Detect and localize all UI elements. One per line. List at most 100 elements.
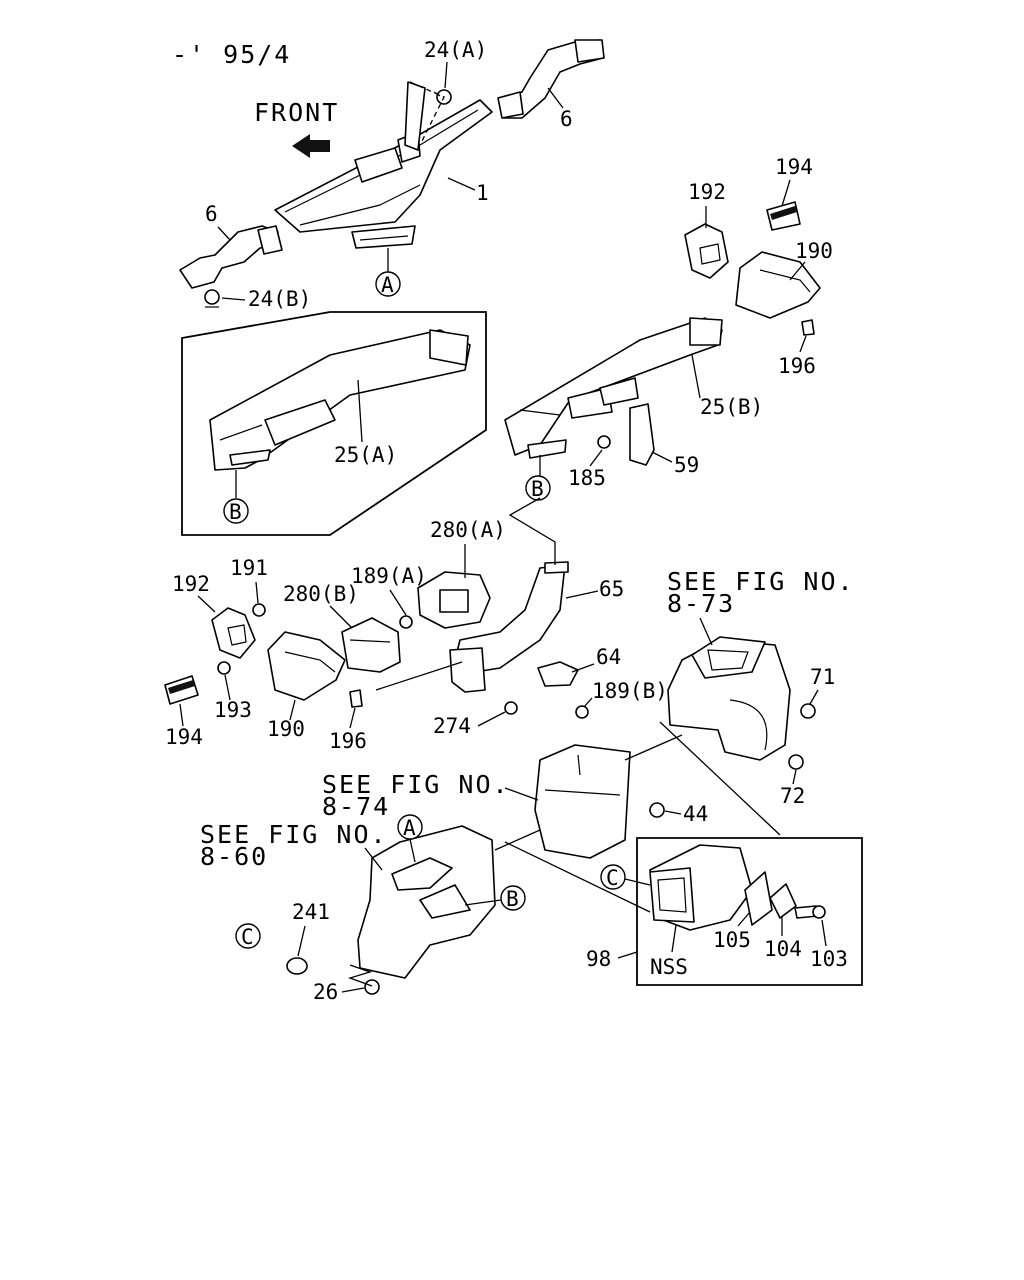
part-label-274: 274 — [433, 714, 471, 738]
evaporator-unit-8-60 — [357, 825, 496, 979]
leader-26 — [341, 987, 365, 993]
leader-6-right — [547, 87, 564, 109]
leader-98 — [617, 951, 638, 959]
part-label-192-left: 192 — [172, 572, 210, 596]
callout-c-plug — [235, 923, 261, 949]
leader-191 — [255, 581, 259, 604]
version-mark: -' 95/4 — [172, 40, 291, 69]
plug-241 — [286, 957, 308, 975]
ref-fig-8-74-line2: 8-74 — [322, 792, 390, 821]
connect-blower-intake — [659, 721, 781, 836]
callout-b-right-label: B — [531, 477, 544, 501]
leader-194-left — [179, 703, 184, 727]
leader-196-left — [349, 707, 356, 729]
callout-c-nss-label: C — [606, 866, 619, 890]
leader-24b — [221, 297, 246, 301]
part-label-191: 191 — [230, 556, 268, 580]
part-label-194-left: 194 — [165, 725, 203, 749]
part-label-280b: 280(B) — [283, 582, 359, 606]
clip-24a — [433, 89, 452, 105]
part-label-103: 103 — [810, 947, 848, 971]
side-duct-right — [497, 39, 605, 119]
leader-6-left — [217, 226, 231, 241]
leader-1 — [447, 177, 476, 191]
leader-196-right — [799, 335, 807, 353]
vent-64 — [537, 661, 579, 687]
leader-241 — [297, 925, 306, 957]
leader-25a — [357, 379, 363, 443]
part-label-241: 241 — [292, 900, 330, 924]
leader-274 — [477, 711, 506, 727]
duct-280b — [341, 617, 401, 673]
duct-25a-detail-frame — [181, 311, 487, 536]
screw-193 — [217, 661, 231, 675]
duct-65 — [449, 561, 569, 693]
callout-b-lower-label: B — [506, 887, 519, 911]
leader-25b — [691, 354, 701, 399]
part-label-72: 72 — [780, 784, 805, 808]
part-label-44: 44 — [683, 802, 708, 826]
part-label-192-right: 192 — [688, 180, 726, 204]
front-direction-label: FRONT — [254, 98, 339, 127]
part-label-193: 193 — [214, 698, 252, 722]
part-label-104: 104 — [764, 937, 802, 961]
callout-a-top — [375, 271, 401, 297]
leader-65 — [565, 590, 599, 599]
nut-44 — [649, 802, 665, 818]
duct-25b — [504, 317, 723, 459]
connect-blower-heater — [624, 734, 683, 761]
part-label-190-right: 190 — [795, 239, 833, 263]
vent-59 — [629, 403, 655, 466]
part-label-25a: 25(A) — [334, 443, 397, 467]
vent-192-right — [684, 223, 729, 279]
part-label-189b: 189(B) — [592, 679, 668, 703]
part-label-280a: 280(A) — [430, 518, 506, 542]
heater-unit-8-74 — [534, 744, 631, 859]
part-label-64: 64 — [596, 645, 621, 669]
connect-evap-intake — [504, 841, 651, 913]
ref-fig-8-60-line1: SEE FIG NO. — [200, 820, 388, 849]
clip-196-right — [801, 319, 815, 336]
screw-274 — [504, 701, 518, 715]
leader-189b — [583, 697, 593, 708]
leader-callout-c-nss — [624, 878, 651, 886]
connect-heater-evap — [494, 829, 541, 851]
part-label-nss: NSS — [650, 955, 688, 979]
nss-detail-frame — [636, 837, 863, 986]
leader-nss — [671, 924, 677, 953]
duct-25a — [209, 329, 471, 471]
clip-196-left — [349, 689, 363, 708]
part-label-59: 59 — [674, 453, 699, 477]
part-label-6-right: 6 — [560, 107, 573, 131]
ref-fig-8-74-line1: SEE FIG NO. — [322, 770, 510, 799]
plate-104 — [769, 883, 797, 919]
leader-190-right — [789, 261, 806, 281]
part-label-26: 26 — [313, 980, 338, 1004]
part-label-196-left: 196 — [329, 729, 367, 753]
part-label-194-right: 194 — [775, 155, 813, 179]
part-label-185: 185 — [568, 466, 606, 490]
leader-64 — [571, 663, 595, 673]
ref-fig-8-73-line2: 8-73 — [667, 589, 735, 618]
clip-24b — [204, 289, 220, 308]
leader-44 — [664, 810, 682, 815]
leader-105 — [737, 911, 751, 927]
bracket-190-left — [267, 631, 346, 701]
part-label-24a: 24(A) — [424, 38, 487, 62]
screw-185 — [597, 435, 611, 449]
screw-191 — [252, 603, 266, 617]
leader-185 — [589, 449, 603, 467]
vent-192-left — [211, 607, 256, 659]
screw-189a — [399, 615, 413, 629]
leader-59 — [651, 451, 673, 463]
leader-callout-a-lower — [409, 838, 416, 863]
leader-72 — [792, 769, 797, 785]
part-label-196-right: 196 — [778, 354, 816, 378]
ref-fig-8-73-line1: SEE FIG NO. — [667, 567, 855, 596]
leader-24a-dashed — [409, 81, 445, 146]
leader-callout-b-lower — [464, 899, 502, 906]
callout-c-plug-label: C — [241, 925, 254, 949]
part-label-190-left: 190 — [267, 717, 305, 741]
leader-24a — [444, 61, 448, 89]
